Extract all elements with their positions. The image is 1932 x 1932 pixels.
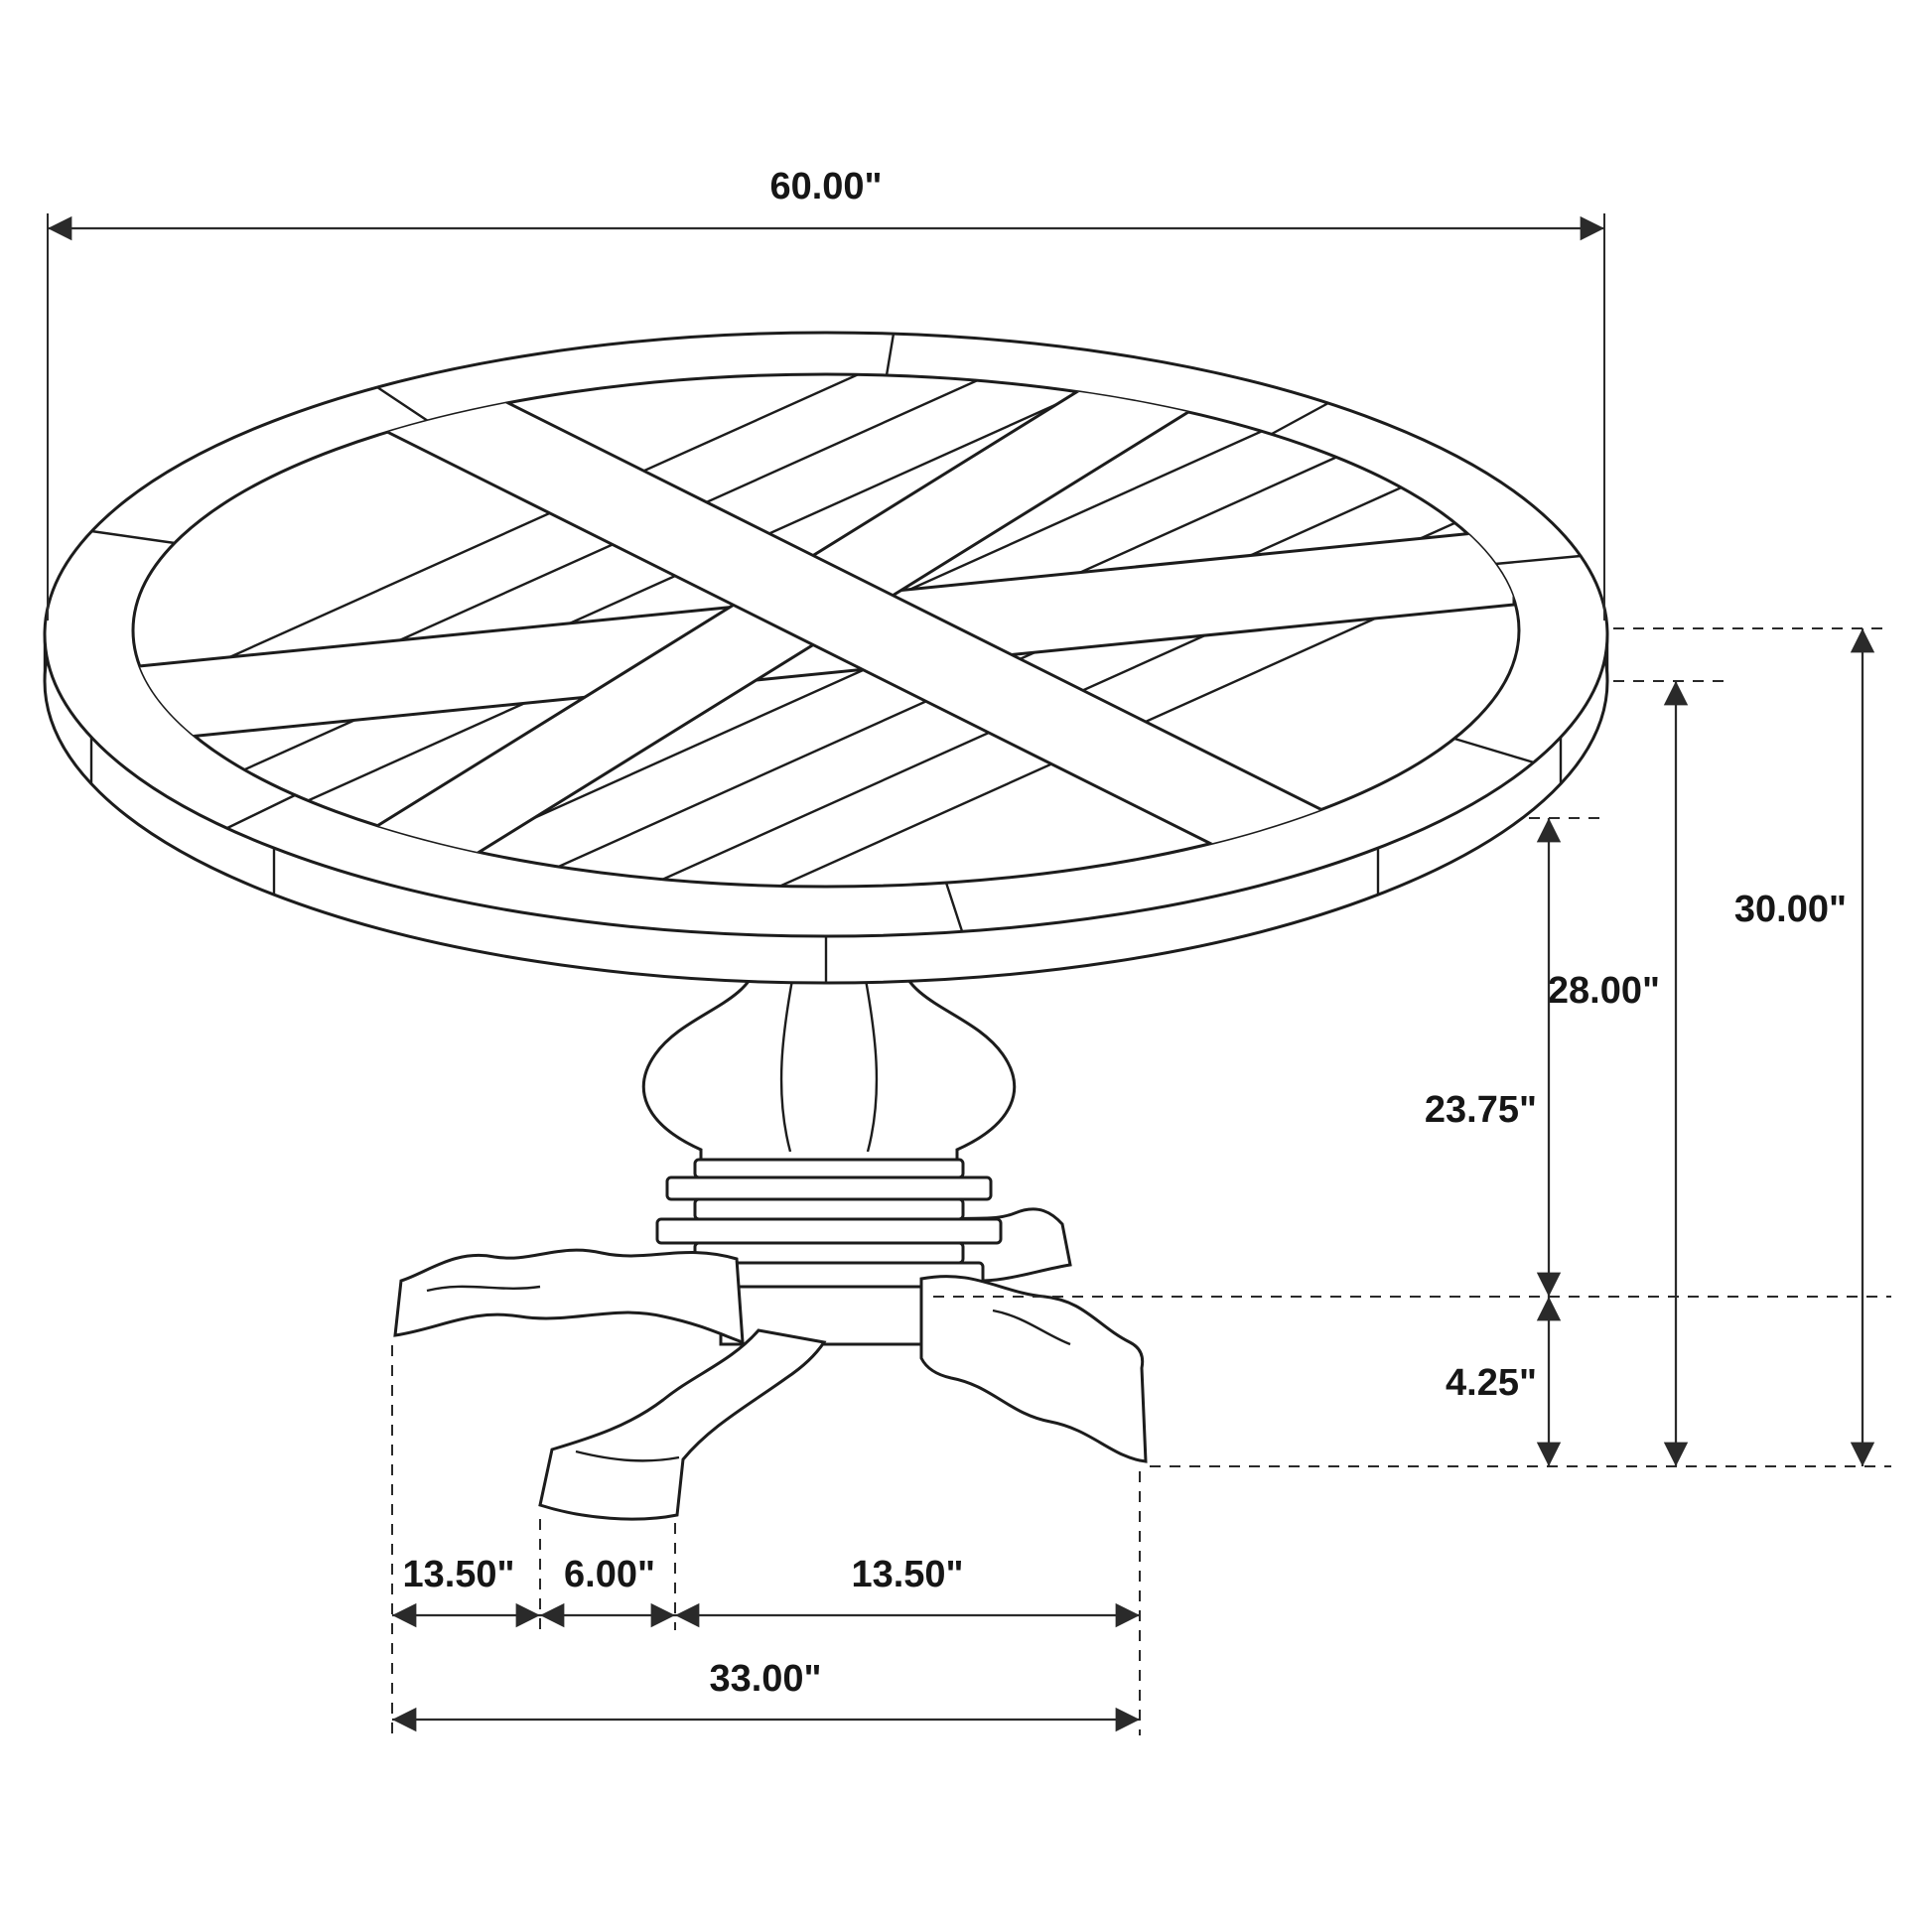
collar-ring-4 <box>655 1217 1003 1245</box>
dimension-label-base-left: 13.50" <box>402 1554 514 1595</box>
plank-seam <box>138 554 1515 887</box>
plank-seam <box>138 375 1515 887</box>
border-seam <box>1271 401 1329 436</box>
pedestal-front-foot <box>538 1328 827 1521</box>
dimension-label-pedestal-clearance: 23.75" <box>1425 1089 1537 1131</box>
dimension-base-right-segment: 13.50" <box>675 1554 1140 1628</box>
dimension-base-center-segment: 6.00" <box>540 1554 675 1628</box>
table-top <box>43 331 1609 985</box>
dimension-label-base-spread: 33.00" <box>709 1658 821 1700</box>
border-seam <box>226 793 296 830</box>
front-foot-scroll-line <box>575 1449 680 1462</box>
dimension-base-spread: 33.00" <box>392 1658 1140 1732</box>
plank-seam <box>138 374 1515 700</box>
right-foot-scroll-line <box>992 1309 1071 1346</box>
dimension-label-base-height: 4.25" <box>1446 1362 1537 1404</box>
collar-ring-2 <box>665 1175 993 1201</box>
border-seam <box>1453 737 1535 764</box>
collar-ring-3 <box>693 1197 965 1221</box>
cross-strap-descending <box>177 374 1442 887</box>
reference-lines <box>933 627 1891 1467</box>
border-seam <box>944 882 964 932</box>
pedestal-right-foot <box>919 1275 1148 1463</box>
collar-ring-1 <box>693 1158 965 1179</box>
plank-seam <box>138 435 1515 887</box>
pedestal-vase <box>641 963 1017 1162</box>
border-seam <box>90 529 176 545</box>
dimension-underside-height: 28.00" <box>1548 681 1689 1466</box>
dimension-base-left-segment: 13.50" <box>392 1554 540 1628</box>
border-seam <box>1494 554 1582 566</box>
pedestal-base <box>393 963 1148 1521</box>
dimension-label-base-center: 6.00" <box>564 1554 655 1595</box>
dimension-label-base-right: 13.50" <box>851 1554 963 1595</box>
border-seam <box>885 333 896 376</box>
dimension-pedestal-clearance: 23.75" <box>1425 818 1562 1297</box>
dimension-base-height: 4.25" <box>1446 1297 1562 1466</box>
tabletop-inner-ellipse <box>131 372 1521 889</box>
pedestal-left-foot <box>393 1248 745 1345</box>
dimension-label-overall-height: 30.00" <box>1734 889 1847 930</box>
dimension-label-underside-height: 28.00" <box>1548 970 1660 1012</box>
left-foot-scroll-line <box>426 1285 541 1293</box>
vase-turning-line-left <box>779 968 796 1153</box>
dimension-overall-height: 30.00" <box>1734 628 1875 1466</box>
dimension-label-top-diameter: 60.00" <box>769 166 882 207</box>
vase-turning-line-right <box>862 968 879 1153</box>
dimension-top-diameter: 60.00" <box>47 166 1605 621</box>
border-seam <box>376 386 429 422</box>
